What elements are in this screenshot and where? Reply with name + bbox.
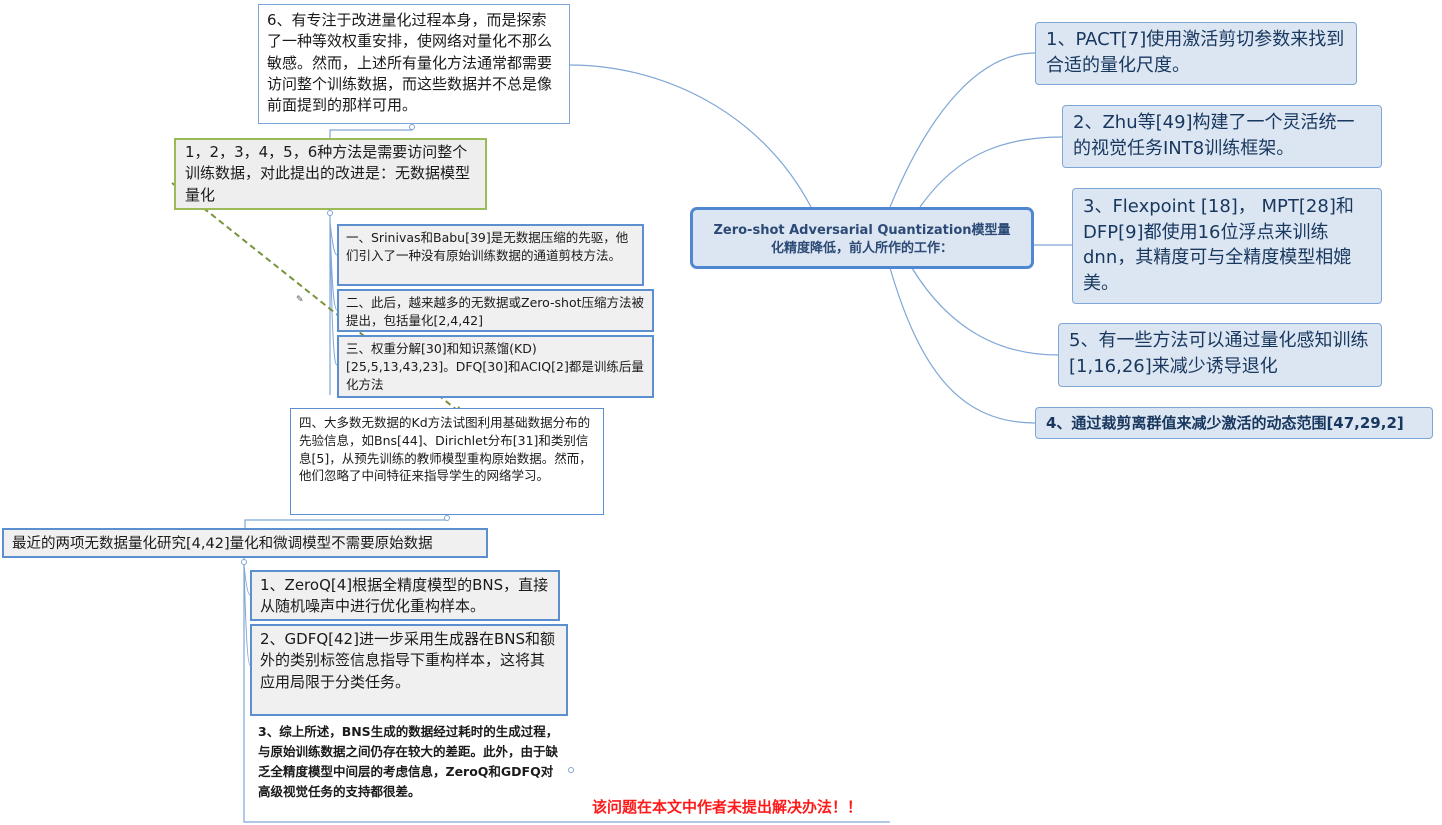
branch-zhu-label: 2、Zhu等[49]构建了一个灵活统一的视觉任务INT8训练框架。 <box>1073 112 1355 159</box>
branch-clip-label: 4、通过裁剪离群值来减少激活的动态范围[47,29,2] <box>1046 414 1404 432</box>
collapse-toggle[interactable] <box>327 210 333 216</box>
recent-studies-node-label: 最近的两项无数据量化研究[4,42]量化和微调模型不需要原始数据 <box>12 536 433 552</box>
summary-node-data-free[interactable]: 1，2，3，4，5，6种方法是需要访问整个训练数据，对此提出的改进是：无数据模型… <box>174 138 487 210</box>
recent-child-zeroq[interactable]: 1、ZeroQ[4]根据全精度模型的BNS，直接从随机噪声中进行优化重构样本。 <box>250 570 560 621</box>
recent-child-gdfq-label: 2、GDFQ[42]进一步采用生成器在BNS和额外的类别标签信息指导下重构样本，… <box>260 630 555 691</box>
sub-item-srinivas[interactable]: 一、Srinivas和Babu[39]是无数据压缩的先驱，他们引入了一种没有原始… <box>337 224 644 286</box>
kd-prior-node-label: 四、大多数无数据的Kd方法试图利用基础数据分布的先验信息，如Bns[44]、Di… <box>299 415 592 484</box>
branch-flexpoint-label: 3、Flexpoint [18]， MPT[28]和DFP[9]都使用16位浮点… <box>1083 196 1354 294</box>
sub-item-zero-shot[interactable]: 二、此后，越来越多的无数据或Zero-shot压缩方法被提出，包括量化[2,4,… <box>337 289 654 332</box>
recent-child-zeroq-label: 1、ZeroQ[4]根据全精度模型的BNS，直接从随机噪声中进行优化重构样本。 <box>260 576 549 616</box>
branch-flexpoint[interactable]: 3、Flexpoint [18]， MPT[28]和DFP[9]都使用16位浮点… <box>1072 188 1382 304</box>
branch-pact[interactable]: 1、PACT[7]使用激活剪切参数来找到合适的量化尺度。 <box>1035 22 1357 85</box>
branch-zhu[interactable]: 2、Zhu等[49]构建了一个灵活统一的视觉任务INT8训练框架。 <box>1062 105 1382 168</box>
central-topic-label: Zero-shot Adversarial Quantization模型量化精度… <box>713 223 1011 257</box>
recent-child-summary-label: 3、综上所述，BNS生成的数据经过耗时的生成过程，与原始训练数据之间仍存在较大的… <box>258 724 559 799</box>
unsolved-problem-note: 该问题在本文中作者未提出解决办法！！ <box>592 798 863 816</box>
branch-qat[interactable]: 5、有一些方法可以通过量化感知训练[1,16,26]来减少诱导退化 <box>1058 323 1382 387</box>
collapse-toggle[interactable] <box>568 767 574 773</box>
recent-studies-node[interactable]: 最近的两项无数据量化研究[4,42]量化和微调模型不需要原始数据 <box>2 528 488 558</box>
note-icon[interactable]: ✎ <box>296 295 304 305</box>
recent-child-gdfq[interactable]: 2、GDFQ[42]进一步采用生成器在BNS和额外的类别标签信息指导下重构样本，… <box>250 624 568 716</box>
central-topic[interactable]: Zero-shot Adversarial Quantization模型量化精度… <box>690 207 1034 269</box>
branch-qat-label: 5、有一些方法可以通过量化感知训练[1,16,26]来减少诱导退化 <box>1069 330 1369 377</box>
summary-node-data-free-label: 1，2，3，4，5，6种方法是需要访问整个训练数据，对此提出的改进是：无数据模型… <box>185 143 471 204</box>
collapse-toggle[interactable] <box>444 515 450 521</box>
recent-child-summary[interactable]: 3、综上所述，BNS生成的数据经过耗时的生成过程，与原始训练数据之间仍存在较大的… <box>252 720 570 820</box>
branch-pact-label: 1、PACT[7]使用激活剪切参数来找到合适的量化尺度。 <box>1046 29 1345 76</box>
left-node-equivalent-weights[interactable]: 6、有专注于改进量化过程本身，而是探索了一种等效权重安排，使网络对量化不那么敏感… <box>258 4 570 124</box>
left-node-equivalent-weights-label: 6、有专注于改进量化过程本身，而是探索了一种等效权重安排，使网络对量化不那么敏感… <box>267 11 553 115</box>
collapse-toggle[interactable] <box>409 124 415 130</box>
sub-item-kd[interactable]: 三、权重分解[30]和知识蒸馏(KD)[25,5,13,43,23]。DFQ[3… <box>337 335 654 398</box>
sub-item-zero-shot-label: 二、此后，越来越多的无数据或Zero-shot压缩方法被提出，包括量化[2,4,… <box>346 295 644 328</box>
collapse-toggle[interactable] <box>241 559 247 565</box>
sub-item-srinivas-label: 一、Srinivas和Babu[39]是无数据压缩的先驱，他们引入了一种没有原始… <box>346 230 629 263</box>
kd-prior-node[interactable]: 四、大多数无数据的Kd方法试图利用基础数据分布的先验信息，如Bns[44]、Di… <box>290 408 604 515</box>
sub-item-kd-label: 三、权重分解[30]和知识蒸馏(KD)[25,5,13,43,23]。DFQ[3… <box>346 341 644 392</box>
branch-clip[interactable]: 4、通过裁剪离群值来减少激活的动态范围[47,29,2] <box>1035 407 1433 439</box>
